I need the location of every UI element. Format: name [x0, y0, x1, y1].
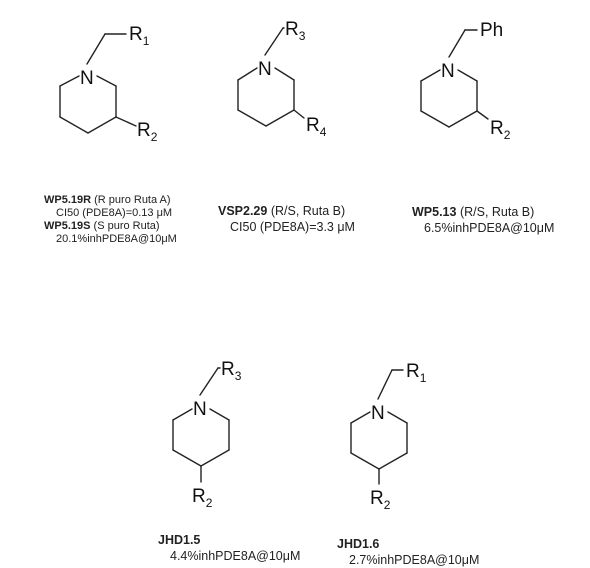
- substituent-r-bottom: R4: [306, 115, 327, 139]
- caption-line: VSP2.29 (R/S, Ruta B): [218, 204, 346, 218]
- substituent-r-top: R1: [129, 24, 150, 48]
- caption-vsp229: VSP2.29 (R/S, Ruta B) CI50 (PDE8A)=3.3 μ…: [218, 203, 355, 235]
- caption-wp513: WP5.13 (R/S, Ruta B) 6.5%inhPDE8A@10μM: [412, 204, 554, 236]
- nitrogen-atom-label: N: [441, 61, 455, 82]
- caption-line: WP5.13 (R/S, Ruta B): [412, 205, 535, 219]
- caption-jhd16: JHD1.6 2.7%inhPDE8A@10μM: [337, 536, 479, 568]
- caption-wp519: WP5.19R (R puro Ruta A) CI50 (PDE8A)=0.1…: [44, 194, 177, 246]
- caption-line: WP5.19R (R puro Ruta A): [44, 194, 171, 206]
- caption-jhd15: JHD1.5 4.4%inhPDE8A@10μM: [158, 532, 300, 564]
- substituent-r-bottom: R2: [370, 488, 391, 512]
- substituent-r-top: R3: [285, 19, 306, 43]
- caption-line: JHD1.5: [158, 533, 201, 547]
- substituent-r-bottom: R2: [192, 486, 213, 510]
- nitrogen-atom-label: N: [258, 59, 272, 80]
- substituent-r-top: R1: [406, 361, 427, 385]
- caption-line: 2.7%inhPDE8A@10μM: [349, 553, 480, 567]
- caption-line: 6.5%inhPDE8A@10μM: [424, 221, 555, 235]
- substituent-phenyl: Ph: [480, 20, 503, 41]
- nitrogen-atom-label: N: [80, 68, 94, 89]
- caption-line: CI50 (PDE8A)=0.13 μM: [56, 207, 173, 219]
- caption-line: JHD1.6: [337, 537, 380, 551]
- caption-line: WP5.19S (S puro Ruta): [44, 220, 160, 232]
- caption-line: CI50 (PDE8A)=3.3 μM: [230, 220, 355, 234]
- substituent-r-top: R3: [221, 359, 242, 383]
- nitrogen-atom-label: N: [371, 403, 385, 424]
- nitrogen-atom-label: N: [193, 399, 207, 420]
- substituent-r-bottom: R2: [490, 118, 511, 142]
- substituent-r-bottom: R2: [137, 120, 158, 144]
- caption-line: 20.1%inhPDE8A@10μM: [56, 233, 177, 245]
- caption-line: 4.4%inhPDE8A@10μM: [170, 549, 301, 563]
